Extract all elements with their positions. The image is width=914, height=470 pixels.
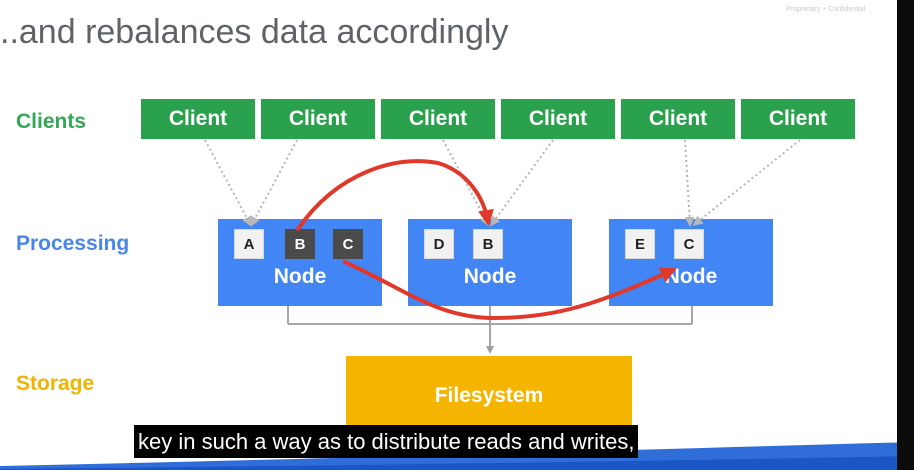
shard-b-moved-out: B bbox=[285, 229, 315, 259]
shard-c: C bbox=[674, 229, 704, 259]
processing-row-label: Processing bbox=[16, 232, 130, 255]
processing-node-1: A B C Node bbox=[218, 219, 382, 306]
slide-title: ..and rebalances data accordingly bbox=[0, 13, 509, 51]
confidential-watermark: Proprietary + Confidential bbox=[786, 6, 866, 13]
shard-c-moved-out: C bbox=[333, 229, 363, 259]
request-line-client-3 bbox=[442, 139, 490, 227]
node-label: Node bbox=[463, 265, 517, 288]
processing-node-3: E C Node bbox=[609, 219, 773, 306]
shard-e: E bbox=[625, 229, 655, 259]
client-request-lines bbox=[204, 139, 801, 227]
client-box-3: Client bbox=[381, 99, 495, 139]
clients-row-label: Clients bbox=[16, 110, 87, 133]
shard-a: A bbox=[234, 229, 264, 259]
video-caption: key in such a way as to distribute reads… bbox=[134, 425, 639, 458]
client-box-6: Client bbox=[741, 99, 855, 139]
shard-b: B bbox=[473, 229, 503, 259]
client-box-2: Client bbox=[261, 99, 375, 139]
client-box-5: Client bbox=[621, 99, 735, 139]
client-box-1: Client bbox=[141, 99, 255, 139]
storage-bus bbox=[287, 306, 693, 354]
node-label: Node bbox=[664, 265, 718, 288]
filesystem-label: Filesystem bbox=[434, 384, 544, 407]
storage-row-label: Storage bbox=[16, 372, 95, 395]
player-edge-bar bbox=[897, 0, 914, 470]
request-line-client-5 bbox=[684, 139, 695, 227]
request-line-client-1 bbox=[204, 139, 252, 227]
request-line-client-2 bbox=[250, 139, 298, 227]
processing-node-2: D B Node bbox=[408, 219, 572, 306]
request-line-client-6 bbox=[692, 139, 801, 226]
node-label: Node bbox=[273, 265, 327, 288]
shard-d: D bbox=[424, 229, 454, 259]
client-box-4: Client bbox=[501, 99, 615, 139]
request-line-client-4 bbox=[490, 139, 554, 227]
